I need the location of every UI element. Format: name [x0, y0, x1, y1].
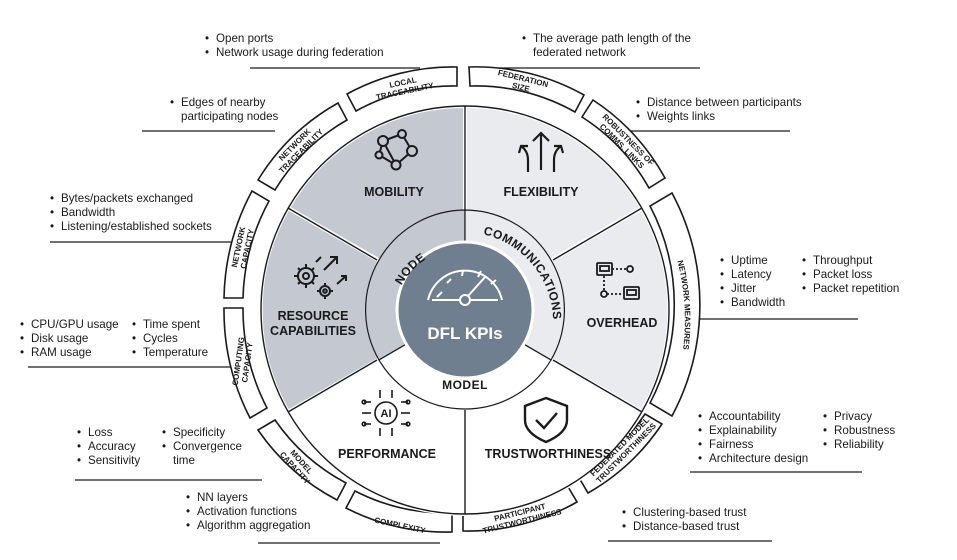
notes-network-measures-a: Uptime Latency Jitter Bandwidth [720, 254, 785, 310]
note-item: time [173, 454, 195, 467]
note-item: Sensitivity [77, 454, 140, 468]
note-item: Privacy [823, 410, 895, 424]
note-item: Bandwidth [50, 206, 212, 220]
note-item: Accuracy [77, 440, 140, 454]
note-item: Distance-based trust [622, 520, 746, 534]
band-network-capacity [223, 189, 271, 299]
note-item: Algorithm aggregation [186, 519, 310, 533]
note-item: Loss [77, 426, 140, 440]
note-item: federated network [533, 46, 626, 59]
note-item: Open ports [205, 32, 384, 46]
leader-lines [28, 67, 862, 544]
note-item: Cycles [132, 332, 208, 346]
note-item: Specificity [162, 426, 242, 440]
network-graph-icon [374, 129, 418, 171]
mobility-title: MOBILITY [364, 185, 424, 199]
note-item: Disk usage [20, 332, 119, 346]
note-item: Robustness [823, 424, 895, 438]
band-model-capacity [256, 418, 348, 502]
branching-arrows-icon [517, 131, 565, 172]
speedometer-icon [427, 269, 503, 306]
notes-robustness: Distance between participants Weights li… [636, 96, 802, 124]
center-title: DFL KPIs [427, 324, 502, 343]
note-item: Bytes/packets exchanged [50, 192, 212, 206]
note-item: Reliability [823, 438, 895, 452]
note-item: RAM usage [20, 346, 119, 360]
note-item: Packet loss [802, 268, 899, 282]
note-item: Edges of nearby [170, 96, 278, 110]
note-item: Throughput [802, 254, 899, 268]
notes-federation-size: The average path length of the federated… [522, 32, 691, 60]
notes-complexity: NN layers Activation functions Algorithm… [186, 491, 310, 533]
notes-model-capacity-a: Loss Accuracy Sensitivity [77, 426, 140, 468]
notes-network-traceability: Edges of nearby participating nodes [170, 96, 278, 124]
flexibility-title: FLEXIBILITY [504, 185, 580, 199]
note-item: Bandwidth [720, 296, 785, 310]
group-model-label: MODEL [442, 378, 488, 392]
notes-network-measures-b: Throughput Packet loss Packet repetition [802, 254, 899, 296]
notes-federated-trust-b: Privacy Robustness Reliability [823, 410, 895, 452]
note-item: Explainability [698, 424, 808, 438]
ai-chip-icon: AI [361, 390, 411, 436]
note-item: The average path length of the [522, 32, 691, 46]
resource-title-line1: RESOURCE [278, 309, 349, 323]
band-network-traceability [256, 101, 349, 192]
svg-text:SIZE: SIZE [511, 81, 531, 94]
note-item: Listening/established sockets [50, 220, 212, 234]
note-item: Time spent [132, 318, 208, 332]
note-item: Distance between participants [636, 96, 802, 110]
overhead-title: OVERHEAD [587, 316, 658, 330]
svg-text:AI: AI [381, 408, 392, 420]
trustworthiness-title: TRUSTWORTHINESS [485, 447, 611, 461]
connected-devices-icon [596, 262, 640, 300]
band-robustness [580, 98, 667, 190]
note-item: Latency [720, 268, 785, 282]
band-local-traceability [345, 66, 458, 113]
notes-federated-trust-a: Accountability Explainability Fairness A… [698, 410, 808, 466]
notes-participant-trust: Clustering-based trust Distance-based tr… [622, 506, 746, 534]
note-item: Network usage during federation [205, 46, 384, 60]
note-item: NN layers [186, 491, 310, 505]
note-item: Convergence [162, 440, 242, 454]
note-item: participating nodes [181, 110, 279, 123]
note-item: Weights links [636, 110, 802, 124]
notes-local-traceability: Open ports Network usage during federati… [205, 32, 384, 60]
note-item: Jitter [720, 282, 785, 296]
center-hub [395, 240, 535, 380]
note-item: Clustering-based trust [622, 506, 746, 520]
shield-check-icon [523, 396, 569, 444]
gears-icon [294, 256, 347, 299]
note-item: Temperature [132, 346, 208, 360]
note-item: Packet repetition [802, 282, 899, 296]
notes-computing-b: Time spent Cycles Temperature [132, 318, 208, 360]
notes-network-capacity: Bytes/packets exchanged Bandwidth Listen… [50, 192, 212, 234]
note-item: Uptime [720, 254, 785, 268]
band-computing-capacity [223, 307, 269, 420]
note-item: Accountability [698, 410, 808, 424]
note-item: Activation functions [186, 505, 310, 519]
band-federation-size [468, 66, 586, 114]
notes-computing-a: CPU/GPU usage Disk usage RAM usage [20, 318, 119, 360]
note-item: CPU/GPU usage [20, 318, 119, 332]
band-network-measures [648, 191, 701, 418]
note-item: Architecture design [698, 452, 808, 466]
performance-title: PERFORMANCE [338, 447, 436, 461]
resource-title-line2: CAPABILITIES [270, 324, 356, 338]
note-item: Fairness [698, 438, 808, 452]
notes-model-capacity-b: Specificity Convergence time [162, 426, 242, 468]
